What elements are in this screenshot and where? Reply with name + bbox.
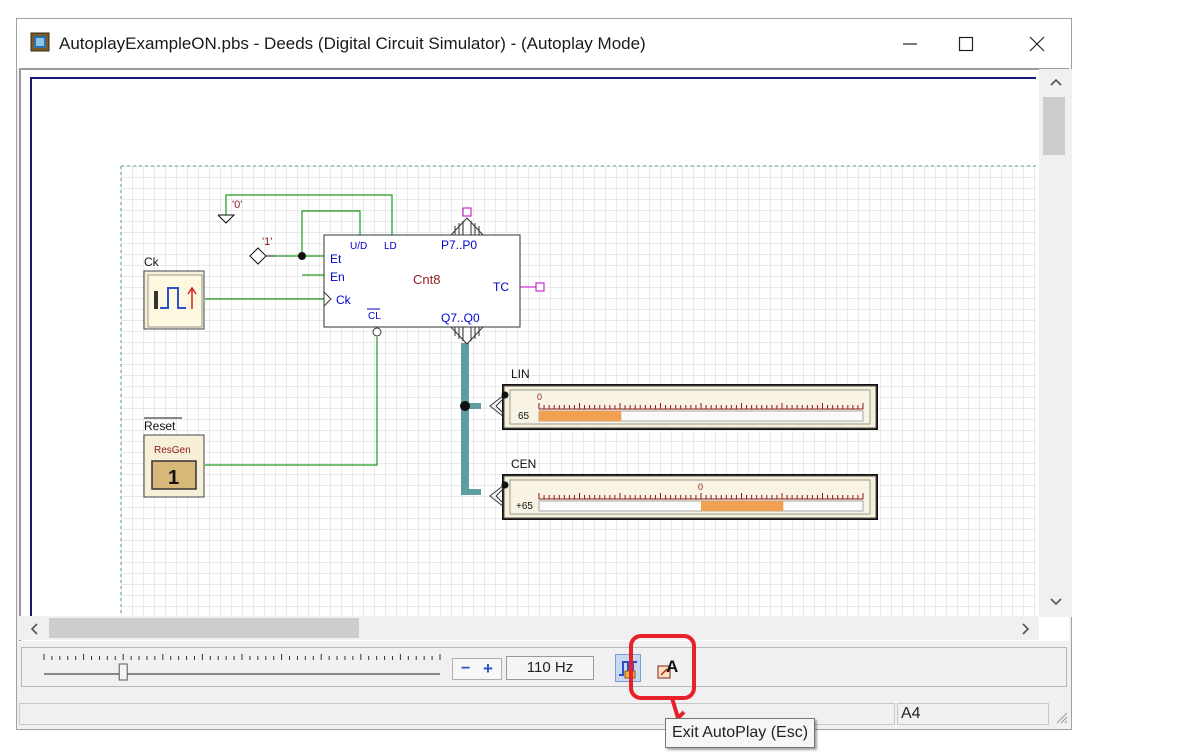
vertical-scroll-thumb[interactable] (1043, 97, 1065, 155)
app-window: AutoplayExampleON.pbs - Deeds (Digital C… (16, 18, 1072, 730)
svg-text:CEN: CEN (511, 457, 536, 471)
svg-text:U/D: U/D (350, 241, 367, 252)
window-title: AutoplayExampleON.pbs - Deeds (Digital C… (59, 34, 646, 53)
scroll-up-icon[interactable] (1049, 77, 1063, 87)
page-format-indicator: A4 (897, 703, 1049, 725)
zoom-plus-button[interactable]: + (483, 659, 493, 678)
counter-cnt8[interactable]: U/D LD Et En Ck CL Cnt8 P7..P0 TC Q7..Q0 (323, 207, 545, 345)
svg-text:ResGen: ResGen (154, 445, 191, 456)
circuit-canvas[interactable]: '0' '1' Ck Reset ResGen 1 (30, 73, 1036, 619)
svg-text:LD: LD (384, 241, 397, 252)
svg-text:LIN: LIN (511, 367, 530, 381)
bus-line (461, 343, 469, 495)
lin-display[interactable]: LIN 0 65 (489, 367, 878, 430)
close-button[interactable] (1014, 19, 1060, 68)
svg-text:Q7..Q0: Q7..Q0 (441, 311, 480, 325)
status-bar: A4 (17, 701, 1071, 729)
maximize-icon (958, 36, 974, 51)
exit-autoplay-highlight (629, 634, 696, 700)
const-zero[interactable]: '0' (217, 199, 242, 224)
cen-display[interactable]: CEN 0 +65 (489, 457, 878, 520)
zoom-buttons: − + (452, 658, 502, 680)
svg-text:0: 0 (698, 482, 703, 492)
reset-generator[interactable]: Reset ResGen 1 (143, 417, 205, 498)
svg-text:Reset: Reset (144, 419, 176, 433)
horizontal-scrollbar[interactable] (19, 616, 1039, 640)
svg-text:1: 1 (168, 467, 179, 489)
horizontal-scroll-thumb[interactable] (49, 618, 359, 638)
status-message-panel (19, 703, 895, 725)
svg-text:TC: TC (493, 280, 509, 294)
svg-text:En: En (330, 270, 345, 284)
const-one[interactable]: '1' (249, 236, 275, 265)
svg-text:65: 65 (518, 411, 530, 422)
exit-autoplay-tooltip: Exit AutoPlay (Esc) (665, 718, 816, 748)
frequency-display: 110 Hz (506, 656, 594, 680)
app-icon (30, 32, 50, 52)
autoplay-toolbar: − + 110 Hz A (21, 647, 1067, 687)
vertical-scrollbar[interactable] (1039, 69, 1072, 617)
svg-text:'1': '1' (262, 236, 272, 248)
scroll-down-icon[interactable] (1049, 597, 1063, 607)
svg-text:Ck: Ck (336, 293, 352, 307)
svg-text:Et: Et (330, 252, 342, 266)
scroll-left-icon[interactable] (29, 622, 39, 636)
exit-autoplay-button[interactable]: A (654, 654, 682, 682)
scroll-right-icon[interactable] (1021, 622, 1031, 636)
clock-generator[interactable]: Ck (143, 255, 205, 330)
resize-grip-icon[interactable] (1053, 709, 1069, 725)
title-bar[interactable]: AutoplayExampleON.pbs - Deeds (Digital C… (17, 19, 1071, 68)
svg-text:Ck: Ck (144, 255, 160, 269)
maximize-button[interactable] (943, 19, 989, 68)
svg-text:+65: +65 (516, 501, 533, 512)
svg-text:P7..P0: P7..P0 (441, 238, 477, 252)
zoom-minus-button[interactable]: − (461, 660, 471, 677)
svg-text:'0': '0' (232, 199, 242, 211)
frequency-slider[interactable] (38, 652, 444, 684)
svg-text:0: 0 (537, 392, 542, 402)
svg-text:CL: CL (368, 311, 381, 322)
close-icon (1029, 36, 1045, 51)
svg-text:Cnt8: Cnt8 (413, 272, 440, 287)
exit-autoplay-icon: A (657, 657, 678, 679)
minimize-icon (903, 42, 917, 45)
svg-text:A: A (666, 657, 678, 676)
minimize-button[interactable] (887, 19, 933, 68)
